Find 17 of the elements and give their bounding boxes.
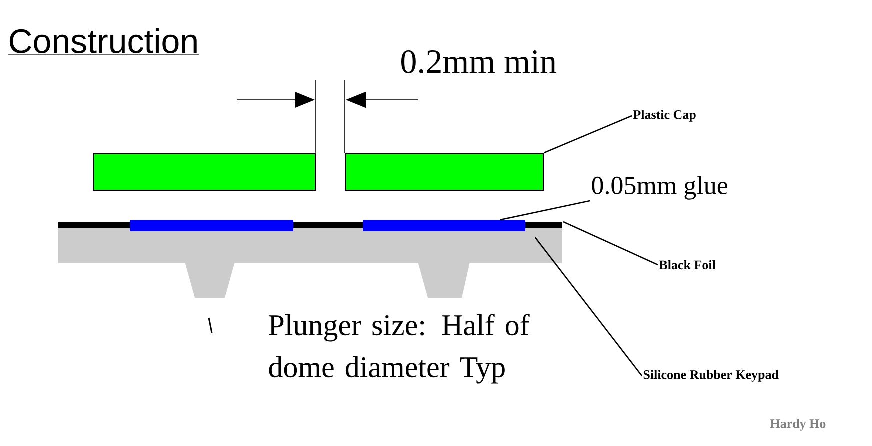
leader-line xyxy=(534,237,643,376)
part-label: Black Foil xyxy=(659,260,716,270)
title: Construction xyxy=(8,28,200,56)
leader-line xyxy=(563,221,658,266)
leader-line xyxy=(500,200,590,221)
part-label: Plastic Cap xyxy=(633,110,696,122)
part-label: 0.05mm glue xyxy=(592,176,728,200)
glue-strip xyxy=(130,220,294,232)
keypad-block xyxy=(58,228,562,298)
dimension-label: 0.2mm min xyxy=(402,50,556,74)
cap-block xyxy=(93,153,316,192)
part-label: Silicone Rubber Keypad xyxy=(644,370,779,382)
author-label: Hardy Ho xyxy=(770,419,826,431)
cap-block xyxy=(345,153,544,192)
note-text: Plunger size: Half of dome diameter Typ xyxy=(269,314,530,384)
leader-line xyxy=(544,115,632,154)
glue-strip xyxy=(363,220,526,232)
